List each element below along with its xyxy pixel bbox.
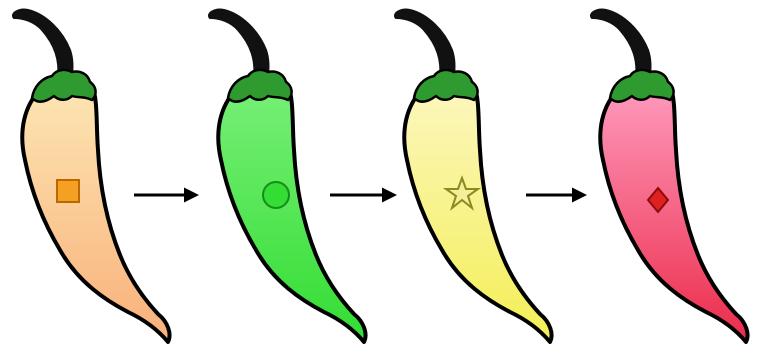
pepper-calyx <box>414 70 478 102</box>
pepper-stage-1 <box>13 10 170 342</box>
square-marker <box>57 180 79 202</box>
pepper-calyx <box>228 70 292 102</box>
pepper-stage-4 <box>591 10 748 342</box>
circle-marker <box>263 182 289 208</box>
pepper-stage-2 <box>209 10 366 342</box>
pepper-body <box>404 75 551 342</box>
pepper-calyx <box>610 70 674 102</box>
pepper-body <box>22 75 169 342</box>
pepper-body <box>600 75 747 342</box>
pepper-calyx <box>32 70 96 102</box>
pepper-stage-3 <box>395 10 552 342</box>
pepper-body <box>218 75 365 342</box>
